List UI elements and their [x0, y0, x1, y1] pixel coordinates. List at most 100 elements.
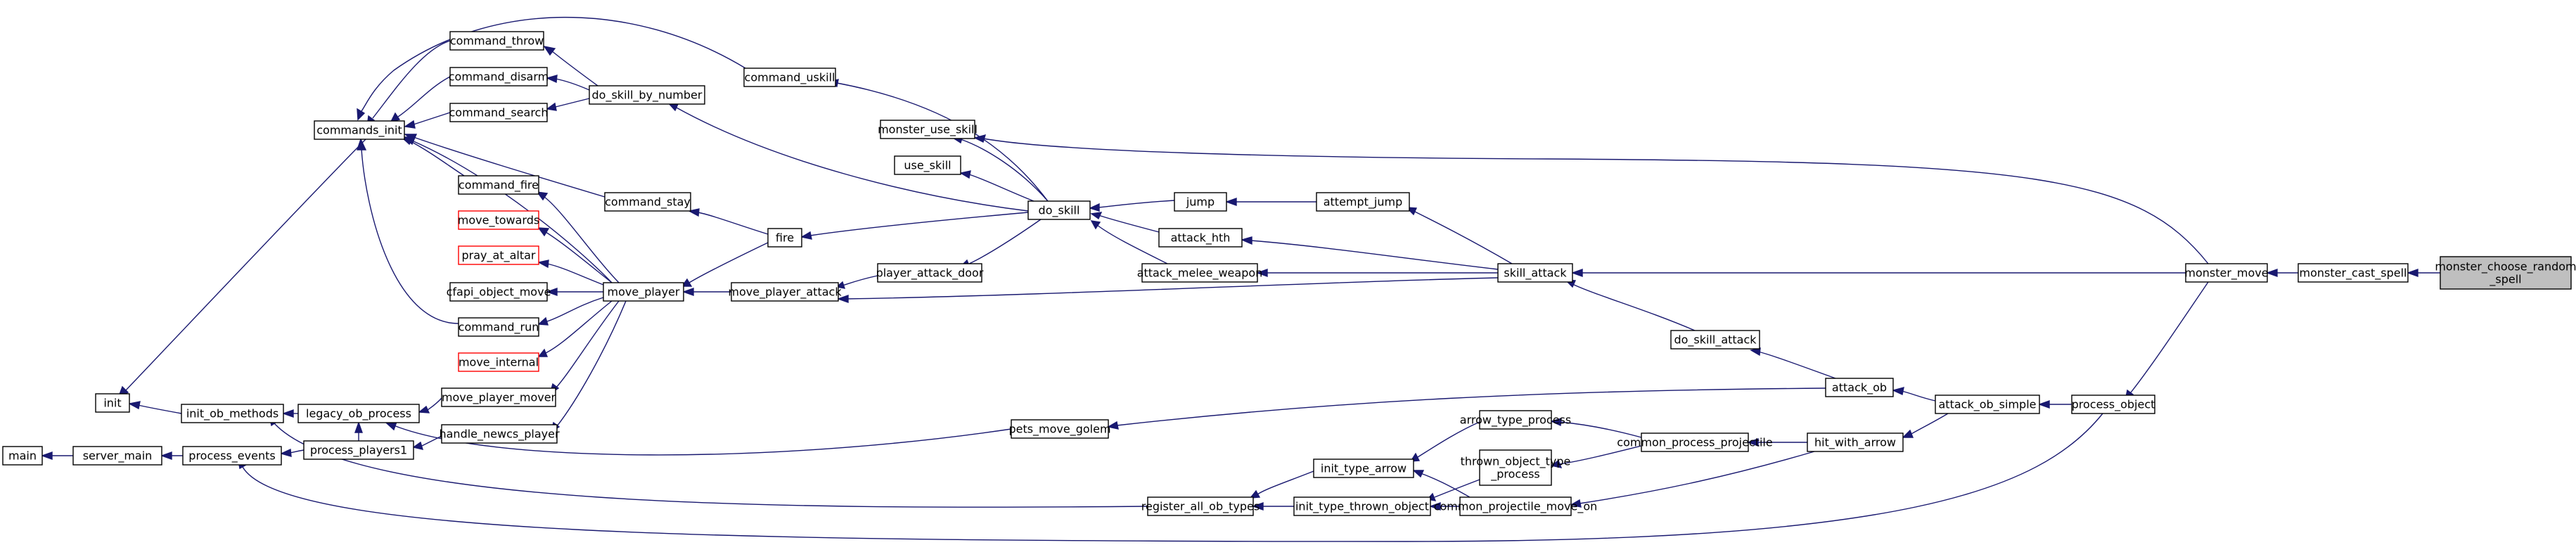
node-handle-newcs-player[interactable]: handle_newcs_player	[439, 424, 560, 444]
node-box	[1825, 378, 1894, 397]
call-graph-edges	[40, 16, 2440, 542]
edge-common_process_projectile-thrown_object_type_process	[1550, 445, 1642, 468]
node-server-main[interactable]: server_main	[72, 446, 162, 466]
node-box	[1313, 459, 1414, 478]
edge-line	[1250, 240, 1499, 270]
node-do-skill-attack[interactable]: do_skill_attack	[1670, 330, 1760, 350]
edge-monster_cast_spell-monster_move	[2265, 269, 2298, 277]
edge-line	[555, 78, 590, 91]
node-pets-move-golem[interactable]: pets_move_golem	[1008, 419, 1111, 439]
node-jump[interactable]: jump	[1174, 192, 1227, 212]
edge-line	[1413, 210, 1513, 264]
node-label: monster_cast_spell	[2300, 267, 2407, 281]
edge-line	[545, 231, 613, 283]
edge-line	[397, 76, 451, 117]
node-fire[interactable]: fire	[767, 228, 802, 248]
edge-move_player_attack-move_player	[681, 288, 731, 296]
node-do-skill[interactable]: do_skill	[1027, 200, 1091, 220]
node-init-type-thrown-object[interactable]: init_type_thrown_object	[1293, 496, 1431, 516]
edge-common_projectile_move_on-init_type_arrow	[1412, 470, 1470, 498]
node-command-throw[interactable]: command_throw	[449, 31, 544, 51]
node-monster-use-skill[interactable]: monster_use_skill	[878, 120, 978, 139]
node-skill-attack[interactable]: skill_attack	[1497, 263, 1573, 283]
node-command-run[interactable]: command_run	[458, 317, 539, 337]
node-use-skill[interactable]: use_skill	[894, 155, 961, 175]
node-move-player-attack[interactable]: move_player_attack	[728, 282, 842, 302]
node-thrown-object-type-process[interactable]: thrown_object_type_process	[1461, 449, 1571, 486]
node-commands-init[interactable]: commands_init	[314, 120, 405, 140]
edge-do_skill-command_uskill	[827, 79, 1049, 202]
edge-arrowhead	[412, 441, 424, 450]
node-attack-ob-simple[interactable]: attack_ob_simple	[1935, 395, 2040, 414]
node-label: monster_choose_random	[2435, 260, 2576, 274]
node-label: handle_newcs_player	[439, 428, 559, 442]
node-box	[743, 68, 836, 87]
node-label: command_uskill	[745, 71, 835, 85]
node-box	[95, 393, 130, 413]
edge-hit_with_arrow-common_projectile_move_on	[1570, 451, 1815, 508]
node-command-search[interactable]: command_search	[449, 103, 549, 122]
node-move-player-mover[interactable]: move_player_mover	[441, 387, 556, 407]
edge-line	[674, 106, 1029, 212]
edge-command_uskill-commands_init	[357, 16, 746, 121]
edge-do_skill_by_number-command_throw	[543, 45, 598, 86]
node-process-object[interactable]: process_object	[2071, 395, 2155, 414]
node-process-players1[interactable]: process_players1	[303, 440, 414, 460]
node-do-skill-by-number[interactable]: do_skill_by_number	[589, 85, 705, 105]
node-box	[1479, 410, 1552, 430]
edge-arrowhead	[1090, 212, 1103, 220]
node-box	[2440, 256, 2572, 290]
node-attack-ob[interactable]: attack_ob	[1825, 378, 1894, 397]
node-command-disarm[interactable]: command_disarm	[449, 67, 549, 86]
node-box	[1497, 263, 1573, 283]
node-process-events[interactable]: process_events	[182, 446, 282, 466]
node-attack-hth[interactable]: attack_hth	[1158, 228, 1243, 248]
node-command-fire[interactable]: command_fire	[458, 175, 539, 195]
node-attack-melee-weapon[interactable]: attack_melee_weapon	[1137, 263, 1263, 283]
node-player-attack-door[interactable]: player_attack_door	[876, 263, 984, 283]
node-common-projectile-move-on[interactable]: common_projectile_move_on	[1434, 496, 1598, 516]
node-monster-move[interactable]: monster_move	[2184, 263, 2269, 283]
node-common-process-projectile[interactable]: common_process_projectile	[1617, 432, 1773, 452]
node-command-uskill[interactable]: command_uskill	[743, 68, 836, 87]
node-label: common_projectile_move_on	[1434, 500, 1598, 514]
edge-line	[1417, 421, 1480, 458]
node-box	[458, 352, 539, 372]
node-monster-choose-random-spell[interactable]: monster_choose_random_spell	[2435, 256, 2576, 290]
node-init[interactable]: init	[95, 393, 130, 413]
edge-line	[137, 404, 182, 414]
edge-move_player_mover-legacy_ob_process	[418, 397, 442, 413]
node-move-towards[interactable]: move_towards	[458, 210, 539, 230]
edge-init_type_thrown_object-register_all_ob_types	[1251, 502, 1294, 511]
edge-skill_attack-move_player_attack	[836, 277, 1499, 303]
edge-line	[842, 275, 878, 286]
edge-arrowhead	[973, 134, 987, 143]
edge-line	[289, 449, 305, 454]
node-box	[314, 120, 405, 140]
edge-arrowhead	[1570, 269, 1583, 277]
node-pray-at-altar[interactable]: pray_at_altar	[458, 245, 539, 265]
node-label: main	[8, 449, 37, 463]
node-box	[1807, 432, 1904, 452]
node-main[interactable]: main	[2, 446, 43, 466]
edge-arrowhead	[1089, 203, 1100, 212]
node-monster-cast-spell[interactable]: monster_cast_spell	[2298, 263, 2409, 283]
node-command-stay[interactable]: command_stay	[604, 192, 691, 212]
node-arrow-type-process[interactable]: arrow_type_process	[1460, 410, 1571, 430]
node-cfapi-object-move[interactable]: cfapi_object_move	[447, 282, 551, 302]
node-init-type-arrow[interactable]: init_type_arrow	[1313, 459, 1414, 478]
edge-line	[1116, 387, 1826, 426]
edge-line	[1098, 200, 1175, 208]
node-box	[604, 192, 691, 212]
node-legacy-ob-process[interactable]: legacy_ob_process	[297, 404, 420, 423]
node-init-ob-methods[interactable]: init_ob_methods	[181, 404, 284, 423]
node-move-internal[interactable]: move_internal	[458, 352, 539, 372]
node-hit-with-arrow[interactable]: hit_with_arrow	[1807, 432, 1904, 452]
node-attempt-jump[interactable]: attempt_jump	[1316, 192, 1410, 212]
node-move-player[interactable]: move_player	[603, 282, 684, 302]
node-box	[880, 120, 975, 139]
node-label: use_skill	[904, 159, 951, 173]
edge-line	[421, 435, 442, 447]
node-box	[72, 446, 162, 466]
node-register-all-ob-types[interactable]: register_all_ob_types	[1141, 496, 1260, 516]
